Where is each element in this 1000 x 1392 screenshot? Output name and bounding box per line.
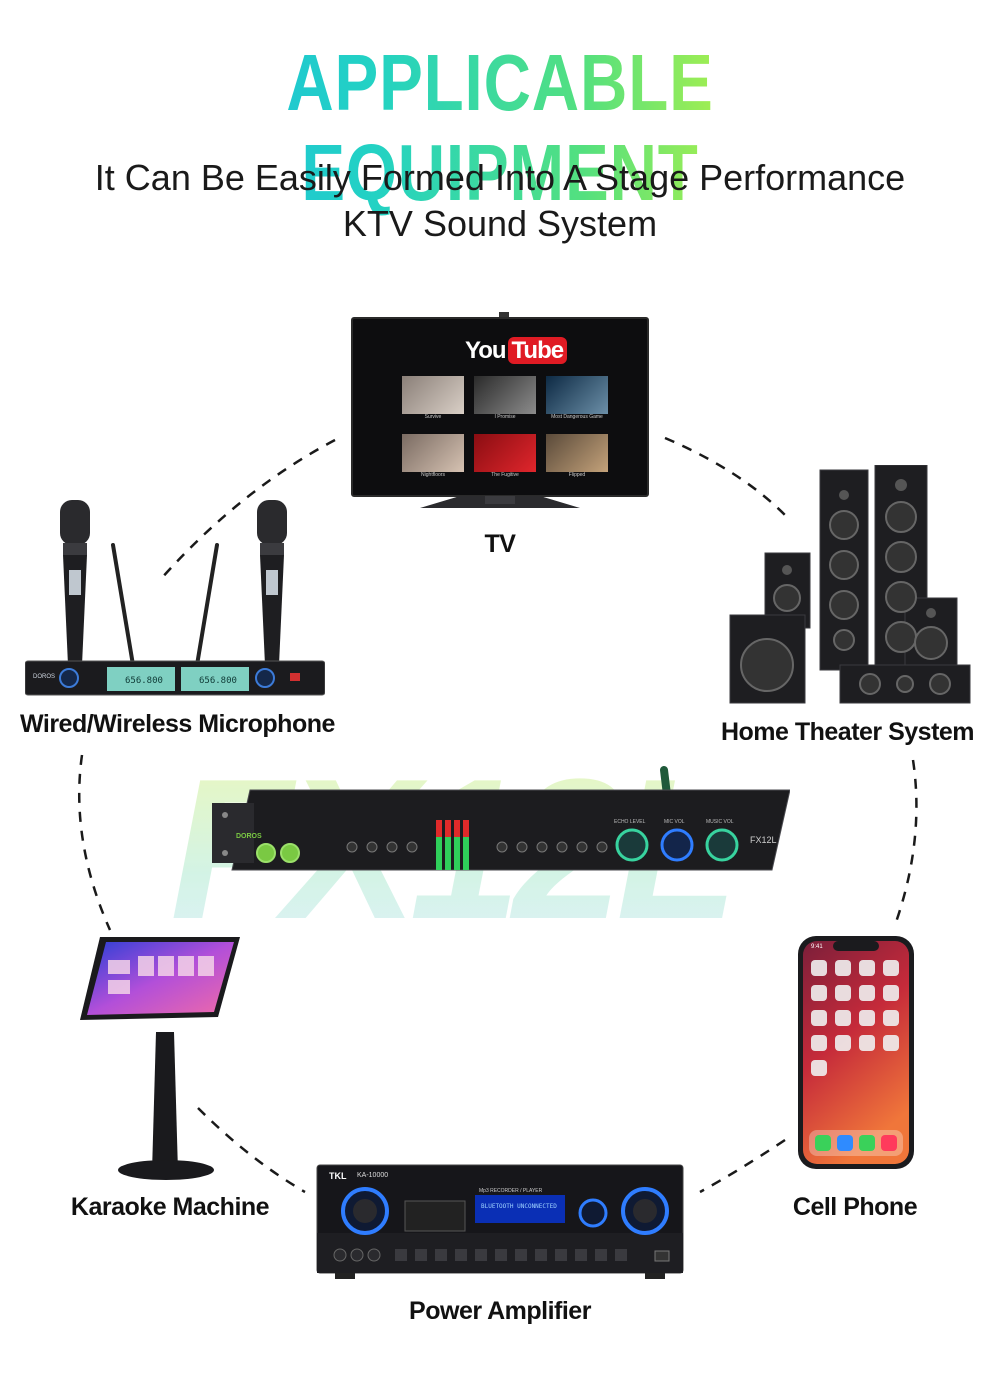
receiver-freq-a: 656.800 xyxy=(125,676,163,686)
amplifier-device: TKL KA-10000 Mp3 RECORDER / PLAYER BLUET… xyxy=(315,1163,685,1283)
dash-tv-theater xyxy=(664,436,786,516)
processor-brand: DOROS xyxy=(236,833,262,840)
amplifier-display-title: Mp3 RECORDER / PLAYER xyxy=(479,1188,543,1194)
headline: APPLICABLE EQUIPMENT xyxy=(90,38,910,218)
processor-illustration xyxy=(212,766,791,871)
cell-phone-device: 9:41 xyxy=(797,935,915,1170)
label-home-theater: Home Theater System xyxy=(720,718,975,746)
amplifier-display-text: BLUETOOTH UNCONNECTED xyxy=(481,1203,557,1210)
speaker-illustration xyxy=(729,464,971,704)
microphone-device: DOROS 656.800 656.800 xyxy=(24,495,326,700)
label-tv: TV xyxy=(484,530,516,558)
tv-thumb-grid: Survive I Promise Most Dangerous Game Ni… xyxy=(402,376,612,478)
tv-thumb[interactable]: Flipped xyxy=(546,434,608,478)
tv-thumb[interactable]: I Promise xyxy=(474,376,536,420)
phone-illustration xyxy=(798,936,914,1169)
tv-thumb[interactable]: Most Dangerous Game xyxy=(546,376,608,420)
label-cell-phone: Cell Phone xyxy=(792,1193,918,1221)
tv-thumb[interactable]: Survive xyxy=(402,376,464,420)
dash-theater-phone xyxy=(893,759,918,926)
home-theater-device xyxy=(725,464,975,705)
dash-tv-mic xyxy=(159,438,336,581)
subtitle-line-2: KTV Sound System xyxy=(342,203,658,244)
dash-phone-amp xyxy=(699,1138,786,1194)
label-karaoke: Karaoke Machine xyxy=(70,1193,270,1221)
processor-knob-label-3: MUSIC VOL xyxy=(706,819,734,825)
processor-knob-label-2: MIC VOL xyxy=(664,819,685,825)
processor-model: FX12L xyxy=(750,835,777,845)
subtitle-line-1: It Can Be Easily Formed Into A Stage Per… xyxy=(94,157,906,198)
microphone-illustration xyxy=(24,500,326,696)
label-microphone: Wired/Wireless Microphone xyxy=(20,710,335,738)
phone-time: 9:41 xyxy=(811,944,823,950)
amplifier-model: KA-10000 xyxy=(357,1172,389,1179)
tv-thumb[interactable]: The Fugitive xyxy=(474,434,536,478)
processor-device: DOROS FX12L ECHO LEVEL MIC VOL MUSIC VOL xyxy=(212,765,791,880)
receiver-brand: DOROS xyxy=(33,674,56,680)
processor-knob-label-1: ECHO LEVEL xyxy=(614,819,646,825)
karaoke-illustration xyxy=(80,937,240,1180)
subtitle: It Can Be Easily Formed Into A Stage Per… xyxy=(0,155,1000,247)
dash-mic-karaoke xyxy=(77,754,112,931)
label-amplifier: Power Amplifier xyxy=(409,1297,591,1325)
dash-karaoke-amp xyxy=(197,1107,306,1194)
receiver-freq-b: 656.800 xyxy=(199,676,237,686)
amplifier-brand: TKL xyxy=(329,1171,347,1181)
amplifier-illustration xyxy=(316,1164,684,1279)
tv-thumb[interactable]: Nightfloors xyxy=(402,434,464,478)
karaoke-device xyxy=(78,932,248,1182)
